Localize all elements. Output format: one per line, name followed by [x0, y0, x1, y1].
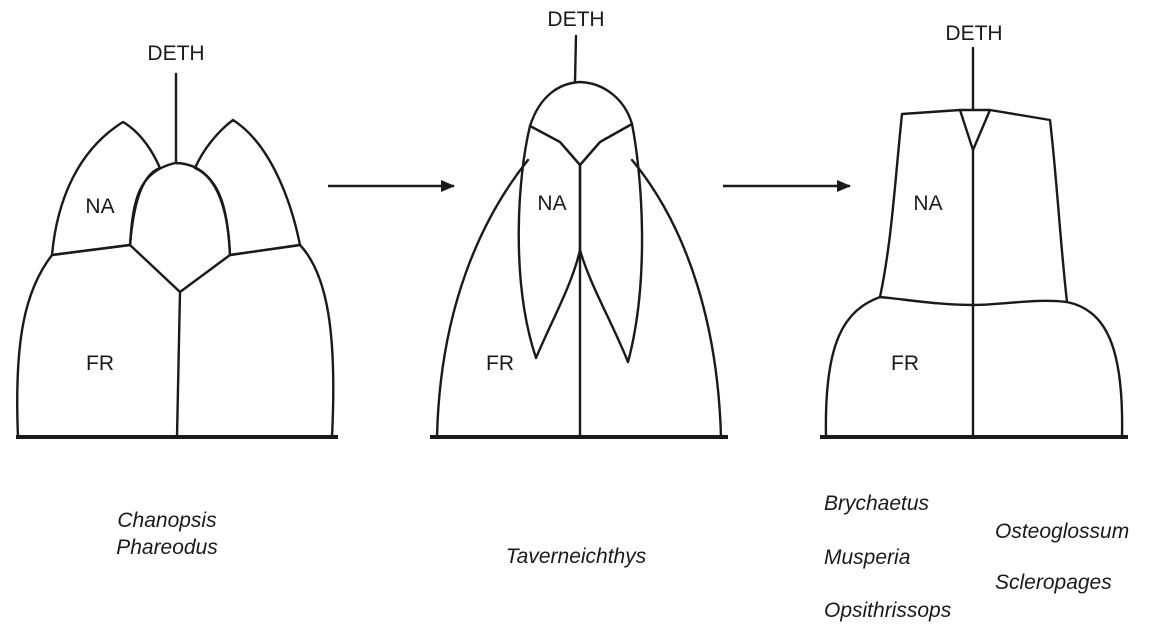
- panel-1-left-frontal: [17, 245, 130, 437]
- panel-1-taxon: Phareodus: [116, 536, 218, 559]
- panel-1-deth-label: DETH: [147, 42, 204, 65]
- panel-3-right-frontal: [1067, 302, 1122, 437]
- panel-2-deth-pointer: [575, 36, 576, 82]
- panel-1-skull: DETH NA FR: [16, 42, 338, 437]
- panel-1-fr-label: FR: [86, 352, 114, 375]
- panel-3-deth-label: DETH: [945, 22, 1002, 45]
- panel-3-fr-label: FR: [891, 352, 919, 375]
- panel-3-taxon: Opsithrissops: [824, 599, 952, 622]
- panel-1-na-label: NA: [85, 195, 114, 218]
- panel-2-fr-label: FR: [486, 352, 514, 375]
- panel-2-na-label: NA: [537, 192, 566, 215]
- panel-3-na-label: NA: [913, 192, 942, 215]
- panel-2-deth-label: DETH: [547, 8, 604, 31]
- panel-3-taxon: Musperia: [824, 546, 910, 569]
- panel-3-skull: DETH NA FR: [820, 22, 1128, 437]
- panel-1-right-frontal: [230, 245, 333, 437]
- panel-1-left-nasal: [52, 122, 160, 255]
- panel-1-dermethmoid: [130, 163, 230, 292]
- panel-3-dermethmoid: [960, 110, 990, 150]
- panel-2-skull: DETH NA FR: [430, 8, 728, 437]
- panel-2-dermethmoid: [530, 82, 632, 165]
- panel-1-midline: [177, 292, 180, 437]
- panel-3-taxon: Osteoglossum: [995, 520, 1129, 543]
- panel-3-left-frontal: [826, 297, 880, 437]
- panel-3-taxon: Brychaetus: [824, 492, 930, 515]
- panel-2-taxon: Taverneichthys: [506, 545, 647, 568]
- panel-3-taxon: Scleropages: [995, 571, 1112, 594]
- panel-1-right-nasal: [195, 120, 300, 255]
- panel-1-taxon: Chanopsis: [117, 509, 217, 532]
